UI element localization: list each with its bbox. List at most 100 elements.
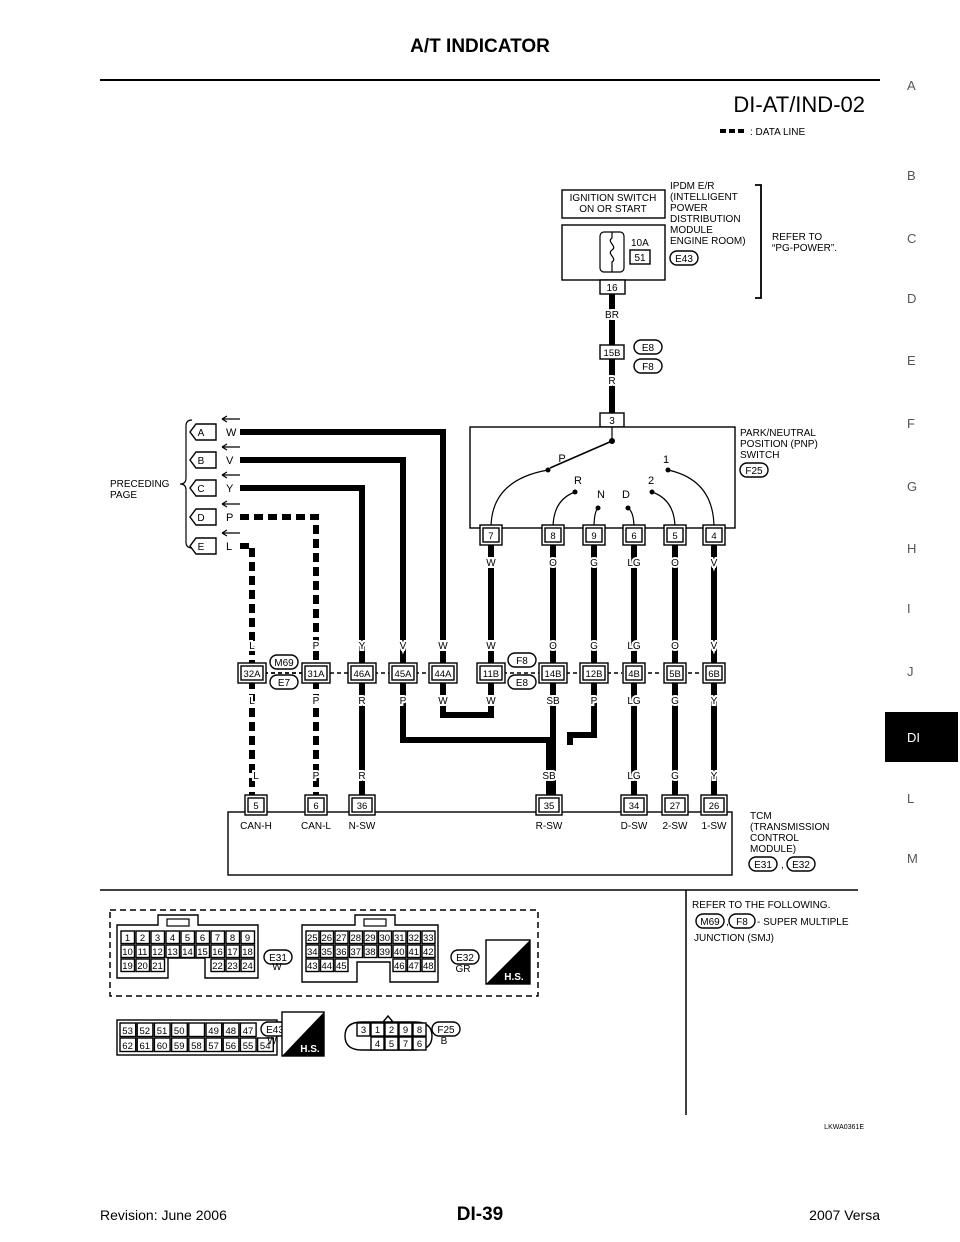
side-tab-b[interactable]: B bbox=[907, 168, 916, 183]
connector-view-id: E32 bbox=[456, 953, 474, 964]
svg-text:POWER: POWER bbox=[670, 203, 708, 214]
pin-number: 10 bbox=[122, 947, 133, 958]
side-tab-active bbox=[885, 712, 958, 762]
pnp-contacts bbox=[490, 469, 715, 529]
wire-color: W bbox=[486, 558, 496, 569]
ipdm-connector: E43 bbox=[675, 254, 693, 265]
connector-view-color: GR bbox=[456, 964, 471, 975]
inline-terminal-label: 6B bbox=[708, 669, 720, 680]
side-tab-c[interactable]: C bbox=[907, 231, 916, 246]
wire-color: LG bbox=[627, 641, 641, 652]
inline-terminal: 31A bbox=[301, 662, 331, 684]
pin-number: 2 bbox=[140, 933, 145, 944]
pin-number: 37 bbox=[350, 947, 361, 958]
pin-number: 47 bbox=[408, 961, 419, 972]
side-tab-a[interactable]: A bbox=[907, 78, 916, 93]
pin-cell bbox=[392, 958, 407, 973]
ignition-label: IGNITION SWITCH bbox=[570, 193, 657, 204]
pin-cell bbox=[165, 944, 181, 959]
pin-number: 39 bbox=[379, 947, 390, 958]
pin-cell bbox=[392, 944, 407, 959]
pin-number: 47 bbox=[243, 1026, 254, 1037]
pin-number: 28 bbox=[350, 933, 361, 944]
joint-terminal-label: 15B bbox=[604, 348, 621, 359]
joint-connector: E8 bbox=[642, 343, 655, 354]
arrow-icon bbox=[221, 471, 240, 479]
wire-color: O bbox=[671, 558, 679, 569]
pin-cell bbox=[225, 944, 241, 959]
ignition-switch-box bbox=[561, 189, 666, 219]
inline-connector: M69 bbox=[274, 658, 294, 669]
side-tab-d[interactable]: D bbox=[907, 291, 916, 306]
arrow-icon bbox=[221, 415, 240, 423]
refer-text: - SUPER MULTIPLE bbox=[757, 917, 849, 928]
connector-oval bbox=[669, 250, 699, 266]
pin-number: 21 bbox=[152, 961, 163, 972]
arrow-icon bbox=[221, 443, 240, 451]
side-index: A B C D E F G H I J DI L M bbox=[885, 78, 958, 866]
pin-cell bbox=[384, 1022, 399, 1037]
svg-text:(INTELLIGENT: (INTELLIGENT bbox=[670, 192, 738, 203]
svg-text:IPDM E/R: IPDM E/R bbox=[670, 181, 714, 192]
pin-number: 29 bbox=[365, 933, 376, 944]
side-tab-m[interactable]: M bbox=[907, 851, 918, 866]
wire-color: R bbox=[608, 376, 615, 387]
side-tab-j[interactable]: J bbox=[907, 664, 914, 679]
pin-number: 15 bbox=[197, 947, 208, 958]
pin-number: 5 bbox=[185, 933, 190, 944]
connector-oval bbox=[507, 652, 537, 668]
refer-sep: , bbox=[726, 917, 729, 928]
tcm-terminal: 27 bbox=[661, 794, 689, 816]
svg-text:1: 1 bbox=[663, 454, 669, 466]
inline-terminal: 5B bbox=[663, 662, 687, 684]
refer-text: JUNCTION (SMJ) bbox=[694, 933, 774, 944]
side-tab-f[interactable]: F bbox=[907, 416, 915, 431]
pnp-terminal-label: 7 bbox=[488, 531, 493, 542]
wire-color: Y bbox=[711, 771, 718, 782]
fuse-number: 51 bbox=[634, 253, 646, 264]
side-tab-i[interactable]: I bbox=[907, 601, 911, 616]
pin-number: 57 bbox=[208, 1041, 219, 1052]
wire-color: LG bbox=[627, 558, 641, 569]
pin-number: 30 bbox=[379, 933, 390, 944]
svg-text:P: P bbox=[226, 512, 233, 524]
pnp-terminal-label: 8 bbox=[550, 531, 555, 542]
refer-title: REFER TO THE FOLLOWING. bbox=[692, 900, 830, 911]
inline-terminal-label: 45A bbox=[395, 669, 413, 680]
svg-text:POSITION (PNP): POSITION (PNP) bbox=[740, 439, 818, 450]
pin-cell bbox=[153, 1037, 171, 1053]
pin-number: 19 bbox=[122, 961, 133, 972]
side-tab-l[interactable]: L bbox=[907, 791, 914, 806]
connector-view-color: W bbox=[267, 1036, 277, 1047]
pnp-terminal: 9 bbox=[582, 524, 606, 546]
pin-number: 46 bbox=[394, 961, 405, 972]
connector-oval bbox=[450, 949, 480, 965]
svg-text:E: E bbox=[198, 542, 205, 553]
side-tab-g[interactable]: G bbox=[907, 479, 917, 494]
connector-view-color: W bbox=[272, 962, 282, 973]
wire-color: P bbox=[313, 641, 320, 652]
pnp-terminal-label: 6 bbox=[631, 531, 636, 542]
pin-number: 8 bbox=[230, 933, 235, 944]
wire-color: P bbox=[313, 696, 320, 707]
side-tab-h[interactable]: H bbox=[907, 541, 916, 556]
side-tab-e[interactable]: E bbox=[907, 353, 916, 368]
wire-color: O bbox=[549, 641, 557, 652]
pin-cell bbox=[150, 958, 166, 973]
wire-color: P bbox=[313, 771, 320, 782]
wire-color: G bbox=[590, 641, 598, 652]
pin-cell bbox=[334, 944, 349, 959]
wire-color: W bbox=[486, 696, 496, 707]
connector-view-id: F25 bbox=[437, 1025, 455, 1036]
wire-color: O bbox=[549, 558, 557, 569]
preceding-label: PRECEDING bbox=[110, 479, 170, 490]
pin-cell bbox=[150, 930, 166, 945]
inline-terminal: 45A bbox=[388, 662, 418, 684]
tcm-terminal: 5 bbox=[244, 794, 268, 816]
pin-cell bbox=[377, 930, 393, 945]
side-tab-di[interactable]: DI bbox=[907, 730, 920, 745]
pin-number: 53 bbox=[122, 1026, 133, 1037]
svg-text:MODULE): MODULE) bbox=[750, 844, 796, 855]
pin-number: 58 bbox=[191, 1041, 202, 1052]
